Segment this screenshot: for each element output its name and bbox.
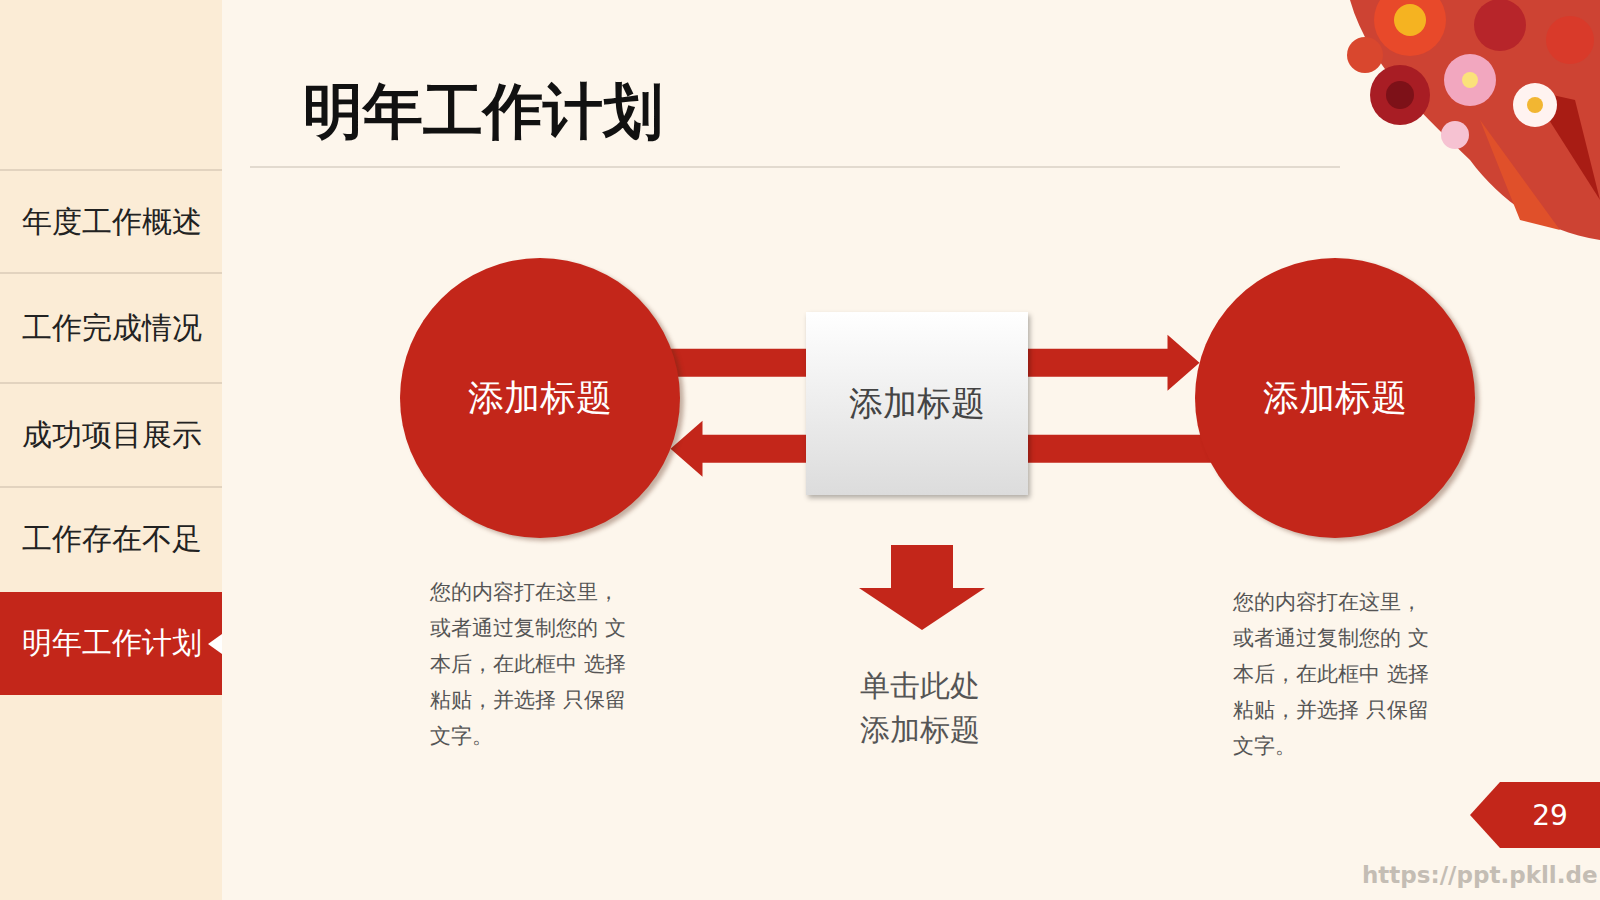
page-tag-shape: [1470, 782, 1600, 848]
connector-arrow: [671, 421, 807, 477]
title-circle: 添加标题: [1195, 258, 1475, 538]
down-arrow: [859, 545, 985, 630]
menu-item: 工作存在不足: [22, 519, 202, 560]
sidebar-separator: [0, 486, 222, 488]
body-text: 您的内容打在这里， 或者通过复制您的 文本后，在此框中 选择粘贴，并选择 只保留…: [430, 574, 635, 754]
menu-item: 明年工作计划: [22, 623, 202, 664]
page-number-tag: 29: [1500, 782, 1600, 848]
sidebar-separator: [0, 272, 222, 274]
flower-bouquet: [1347, 0, 1600, 240]
menu-item: 成功项目展示: [22, 415, 202, 456]
menu-band: 明年工作计划: [0, 592, 222, 695]
menu-band: 年度工作概述: [0, 171, 222, 273]
note-text: 单击此处 添加标题: [850, 664, 990, 752]
page-number: 29: [1532, 799, 1568, 832]
body-text: 您的内容打在这里， 或者通过复制您的 文本后，在此框中 选择粘贴，并选择 只保留…: [1233, 584, 1438, 764]
menu-band: 成功项目展示: [0, 384, 222, 487]
sidebar-panel: [0, 0, 222, 900]
slide-title: 明年工作计划: [303, 72, 663, 153]
watermark: https://ppt.pkll.de: [1362, 860, 1592, 890]
menu-item: 年度工作概述: [22, 202, 202, 243]
node-title: 添加标题: [468, 374, 612, 423]
menu-item: 工作完成情况: [22, 308, 202, 349]
process-box: 添加标题: [806, 312, 1028, 495]
sidebar-separator: [0, 169, 222, 171]
title-circle: 添加标题: [400, 258, 680, 538]
menu-band: 工作完成情况: [0, 274, 222, 383]
sidebar-separator: [0, 382, 222, 384]
active-pointer: [208, 634, 222, 654]
node-title: 添加标题: [849, 381, 985, 427]
connector-arrow: [1028, 335, 1200, 391]
title-rule: [250, 166, 1340, 168]
menu-band: 工作存在不足: [0, 488, 222, 591]
node-title: 添加标题: [1263, 374, 1407, 423]
